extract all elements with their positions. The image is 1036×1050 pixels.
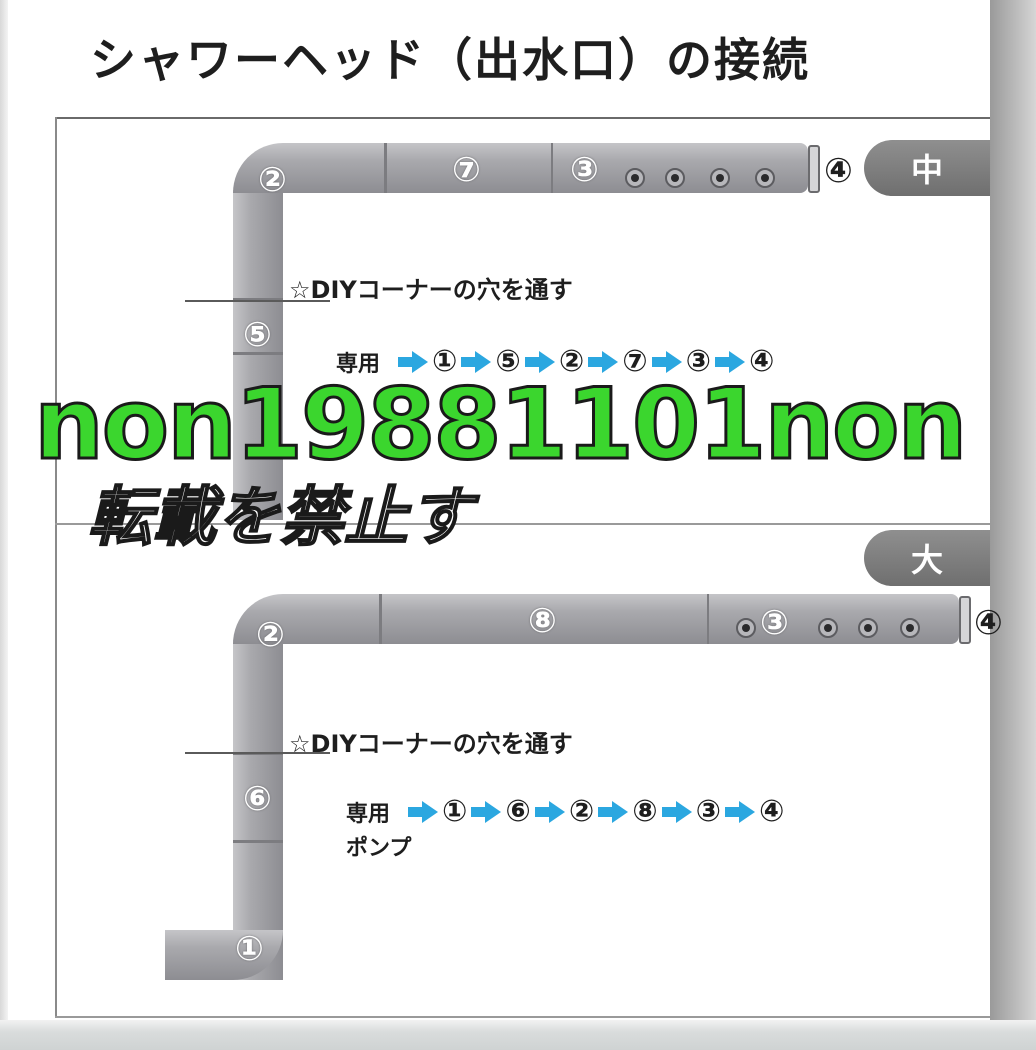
arrow-icon xyxy=(524,351,555,373)
part-number-straight: ⑦ xyxy=(452,150,481,190)
arrow-icon xyxy=(471,801,502,823)
right-frame-bar xyxy=(990,0,1036,1050)
step-4: ⑧ xyxy=(632,794,658,829)
watermark-text: non19881101non xyxy=(32,368,968,482)
water-hole xyxy=(900,618,920,638)
pipe-large-straight xyxy=(381,594,709,644)
water-hole xyxy=(755,168,775,188)
connection-sequence-medium: 専用 ① ⑤ ② ⑦ ③ ④ xyxy=(336,346,774,378)
size-label: 中 xyxy=(910,151,943,189)
sequence-label: 専用 xyxy=(346,802,391,827)
step-2: ⑥ xyxy=(505,794,531,829)
water-hole xyxy=(710,168,730,188)
diy-hole-note: ☆DIYコーナーの穴を通す xyxy=(289,276,573,304)
step-1: ① xyxy=(432,344,458,379)
pipe-joint xyxy=(551,143,554,193)
no-reprint-notice: 転載を禁止す xyxy=(87,479,473,556)
pipe-joint xyxy=(379,594,382,644)
size-tab-medium: 中 xyxy=(864,140,990,196)
part-number-straight: ⑧ xyxy=(528,601,557,641)
arrow-icon xyxy=(661,801,692,823)
pipe-joint xyxy=(707,594,710,644)
part-number-vertical: ⑤ xyxy=(243,315,272,355)
water-hole xyxy=(625,168,645,188)
arrow-icon xyxy=(534,801,565,823)
pump-label: ポンプ xyxy=(346,836,412,861)
size-tab-large: 大 xyxy=(864,530,990,586)
page-title: シャワーヘッド（出水口）の接続 xyxy=(90,33,810,87)
step-4: ⑦ xyxy=(622,344,648,379)
panel-bottom-border xyxy=(55,1016,990,1018)
pipe-medium-straight xyxy=(386,143,553,193)
pipe-medium-elbow xyxy=(233,143,388,193)
end-cap-medium xyxy=(808,145,820,193)
part-number-elbow: ② xyxy=(258,160,287,200)
water-hole xyxy=(665,168,685,188)
hole-marker-line xyxy=(185,300,330,302)
arrow-icon xyxy=(588,351,619,373)
step-3: ② xyxy=(568,794,595,829)
water-hole xyxy=(818,618,838,638)
pipe-large-elbow xyxy=(233,594,383,644)
connection-sequence-large: 専用 ① ⑥ ② ⑧ ③ ④ xyxy=(346,796,784,828)
part-number-vertical: ⑥ xyxy=(243,779,272,819)
part-number-head: ③ xyxy=(570,150,599,190)
arrow-icon xyxy=(408,801,439,823)
part-number-cap: ④ xyxy=(824,151,853,191)
step-5: ③ xyxy=(695,794,722,829)
part-number-cap: ④ xyxy=(974,603,1003,643)
arrow-icon xyxy=(715,351,746,373)
step-6: ④ xyxy=(759,794,785,829)
panel-left-border xyxy=(55,117,57,1017)
pipe-joint xyxy=(233,352,283,355)
end-cap-large xyxy=(959,596,971,644)
top-divider xyxy=(55,117,990,119)
pipe-joint xyxy=(233,840,283,843)
water-hole xyxy=(858,618,878,638)
step-5: ③ xyxy=(685,344,712,379)
part-number-bottom-elbow: ① xyxy=(235,929,264,969)
arrow-icon xyxy=(725,801,756,823)
part-number-elbow: ② xyxy=(256,615,285,655)
pipe-joint xyxy=(384,143,387,193)
left-edge xyxy=(0,0,8,1050)
pipe-joint xyxy=(233,298,283,301)
step-3: ② xyxy=(558,344,585,379)
arrow-icon xyxy=(461,351,492,373)
hole-marker-line xyxy=(185,752,330,754)
part-number-head: ③ xyxy=(760,603,789,643)
bottom-frame-bar xyxy=(0,1020,1036,1050)
step-2: ⑤ xyxy=(495,344,521,379)
step-6: ④ xyxy=(749,344,775,379)
pipe-medium-vertical xyxy=(233,190,283,520)
arrow-icon xyxy=(398,351,429,373)
arrow-icon xyxy=(651,351,682,373)
arrow-icon xyxy=(598,801,629,823)
pipe-large-vertical xyxy=(233,640,283,980)
size-label: 大 xyxy=(910,541,943,579)
step-1: ① xyxy=(442,794,468,829)
water-hole xyxy=(736,618,756,638)
sequence-label: 専用 xyxy=(336,352,381,377)
middle-divider xyxy=(55,523,990,525)
diy-hole-note: ☆DIYコーナーの穴を通す xyxy=(289,730,573,758)
